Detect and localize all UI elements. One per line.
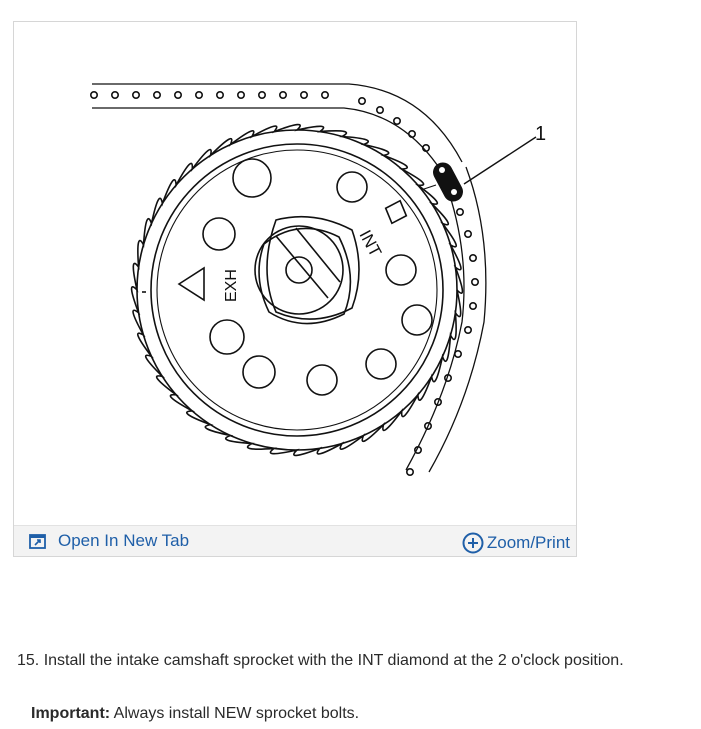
- sprocket-bolt-holes: [202, 158, 433, 396]
- callout-number: 1: [535, 123, 546, 145]
- figure-toolbar: Open In New Tab Zoom/Print: [14, 525, 576, 556]
- important-note-label: Important:: [31, 705, 111, 722]
- instruction-step: 15. Install the intake camshaft sprocket…: [17, 652, 624, 669]
- figure-card: 1 INT EXH Open In New Tab Zoom/Print: [13, 21, 577, 557]
- int-label: INT: [355, 227, 385, 260]
- exh-label: EXH: [223, 269, 240, 302]
- open-in-new-tab-link[interactable]: Open In New Tab: [29, 532, 189, 550]
- important-note: Important: Always install NEW sprocket b…: [31, 705, 359, 723]
- zoom-plus-icon: [462, 532, 484, 554]
- camshaft-sprocket-diagram: 1 INT EXH: [90, 83, 546, 476]
- zoom-print-link[interactable]: Zoom/Print: [462, 532, 570, 554]
- important-note-text: Always install NEW sprocket bolts.: [113, 705, 360, 722]
- timing-chain-right: [405, 166, 487, 476]
- open-in-new-tab-label: Open In New Tab: [58, 531, 190, 550]
- sprocket-teeth: [130, 123, 464, 457]
- open-new-tab-icon: [29, 533, 46, 549]
- zoom-print-label: Zoom/Print: [486, 533, 570, 552]
- timing-chain-upper: [90, 83, 463, 173]
